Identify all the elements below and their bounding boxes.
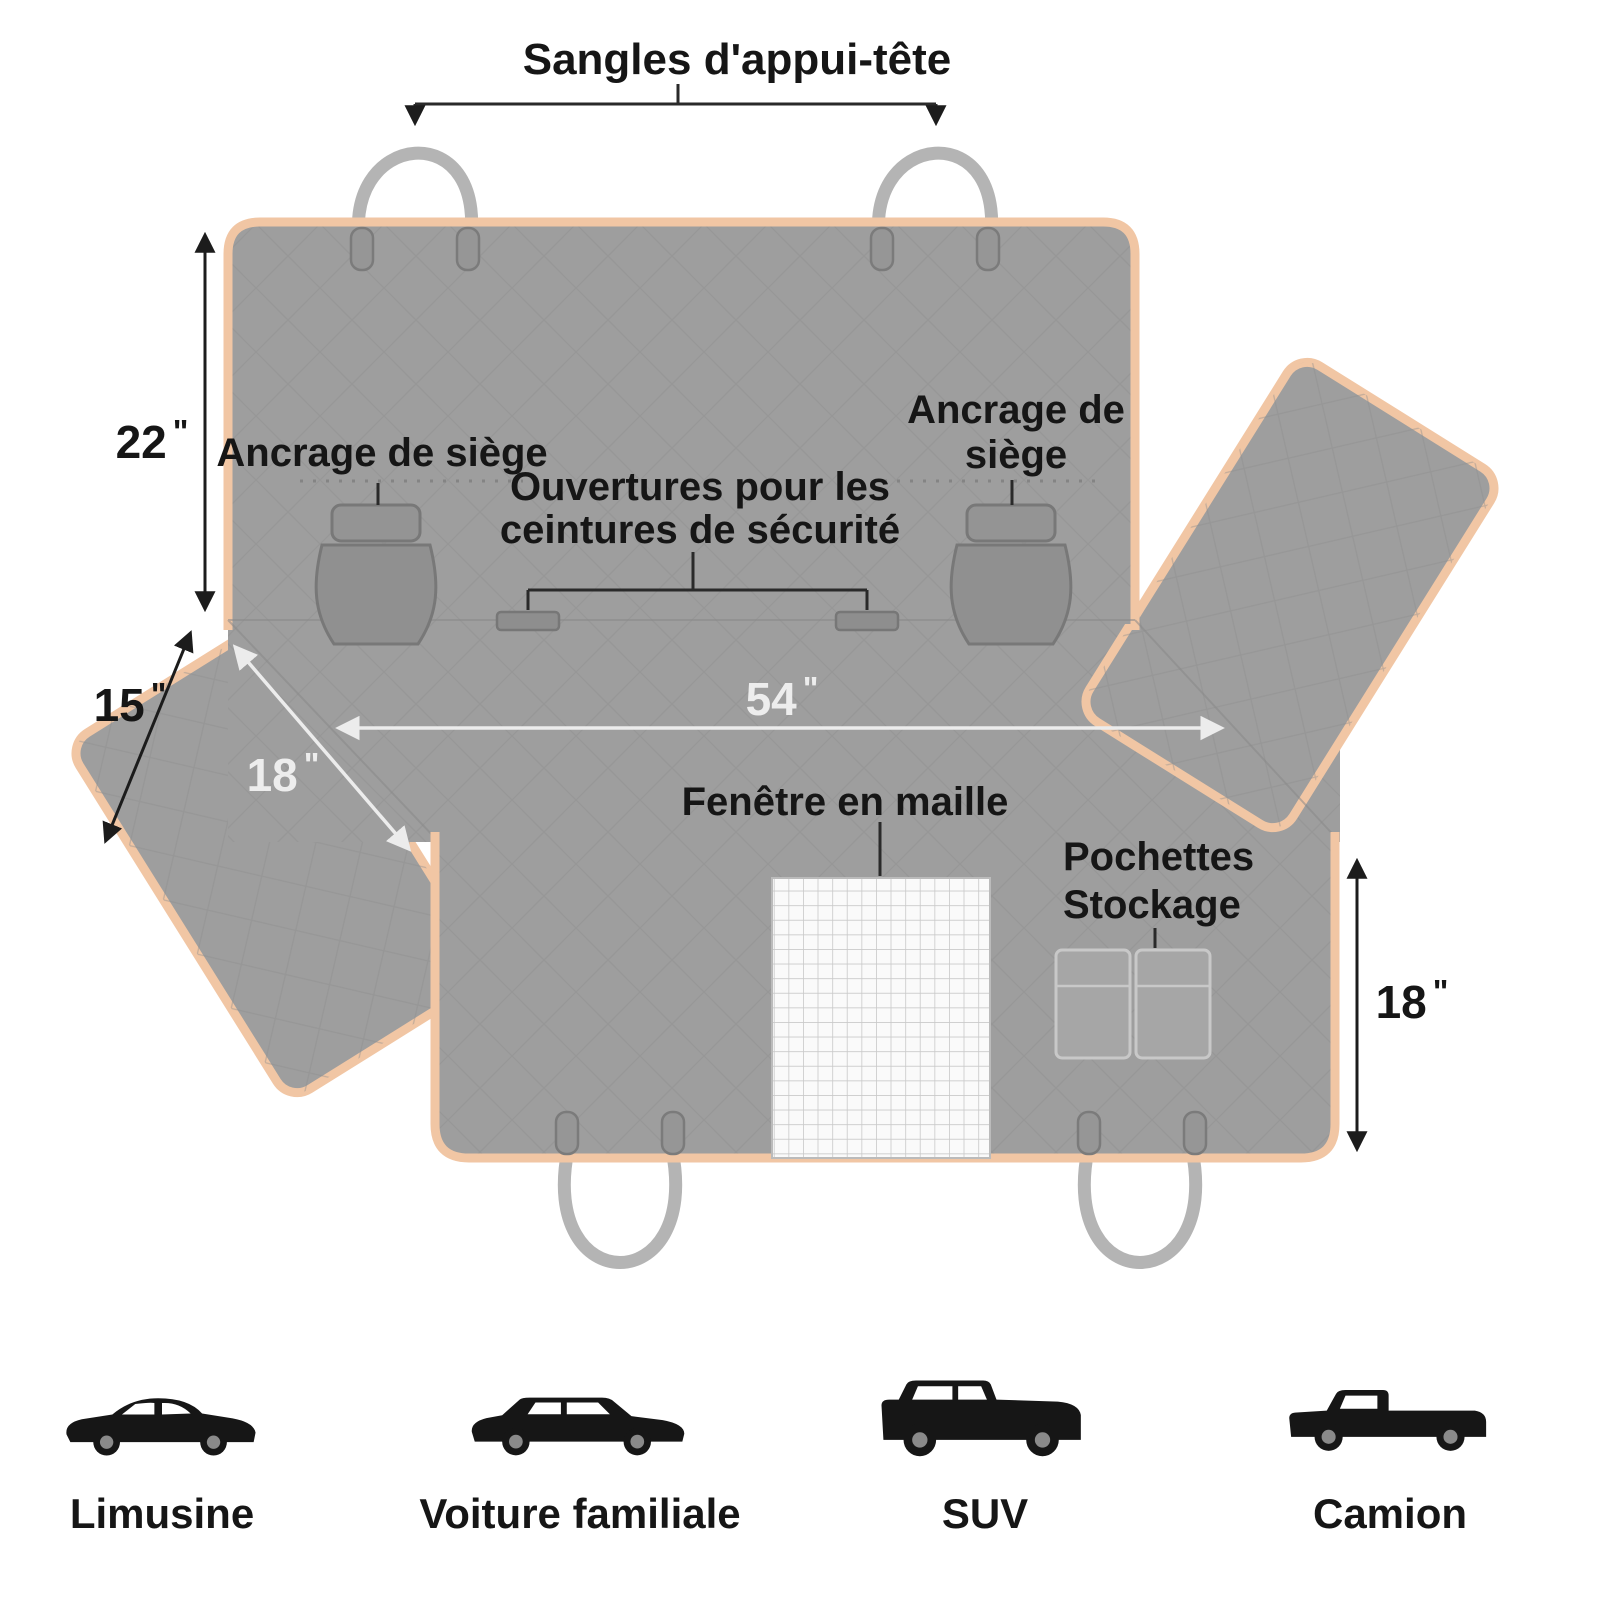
headrest-straps-label: Sangles d'appui-tête [522,35,952,84]
vehicle-type-sedan: Limusine [0,1338,352,1538]
leader-lines [376,84,1157,948]
vehicle-label-suv: SUV [941,1490,1029,1537]
storage-pockets-shape [1054,948,1212,1060]
seat-anchor-right-label-line1: Ancrage de [907,388,1125,432]
headrest-strap-left [351,146,479,258]
bottom-strap-right [1077,1148,1203,1269]
dimension-seat-depth: 18" [1375,974,1449,1028]
vehicle-label-wagon: Voiture familiale [419,1490,741,1537]
dimension-total-width: 54" [745,671,819,725]
dimension-flap-width: 18" [246,747,320,801]
storage-pockets-label-line1: Pochettes [1063,835,1255,879]
seat-anchor-right-label-line2: siège [964,433,1068,477]
strap-slots-bottom [554,1110,1208,1156]
vehicle-type-pickup: Camion [1200,1338,1580,1538]
vehicle-type-suv: SUV [795,1338,1175,1538]
mesh-window-shape [771,877,991,1159]
seatbelt-openings-label-line1: Ouvertures pour les [509,465,891,509]
seatbelt-openings-label-line2: ceintures de sécurité [499,508,901,552]
vehicle-label-sedan: Limusine [69,1490,255,1537]
vehicle-type-wagon: Voiture familiale [390,1338,770,1538]
strap-slots-top [349,226,1001,272]
seat-anchor-left-label: Ancrage de siège [216,431,548,475]
mesh-window-label: Fenêtre en maille [681,780,1009,824]
vehicle-label-pickup: Camion [1312,1490,1467,1537]
cover-back-panel [223,217,1140,630]
wagon-car-icon [471,1397,684,1456]
sedan-car-icon [66,1398,256,1456]
dimension-arrows-light [232,644,1225,852]
seat-anchor-right-shape [949,503,1073,646]
storage-pockets-label-line2: Stockage [1063,883,1241,927]
dimension-arrows-dark [102,231,1368,1153]
seat-anchor-left-shape [314,503,438,646]
headrest-strap-right [871,146,999,258]
right-side-flap [1081,357,1499,833]
dimension-back-height: 22" [115,414,189,468]
seatbelt-openings [495,610,900,632]
bottom-strap-left [557,1148,683,1269]
pickup-truck-icon [1288,1389,1486,1451]
suv-car-icon [881,1380,1081,1457]
dimension-flap-depth: 15" [93,677,167,731]
